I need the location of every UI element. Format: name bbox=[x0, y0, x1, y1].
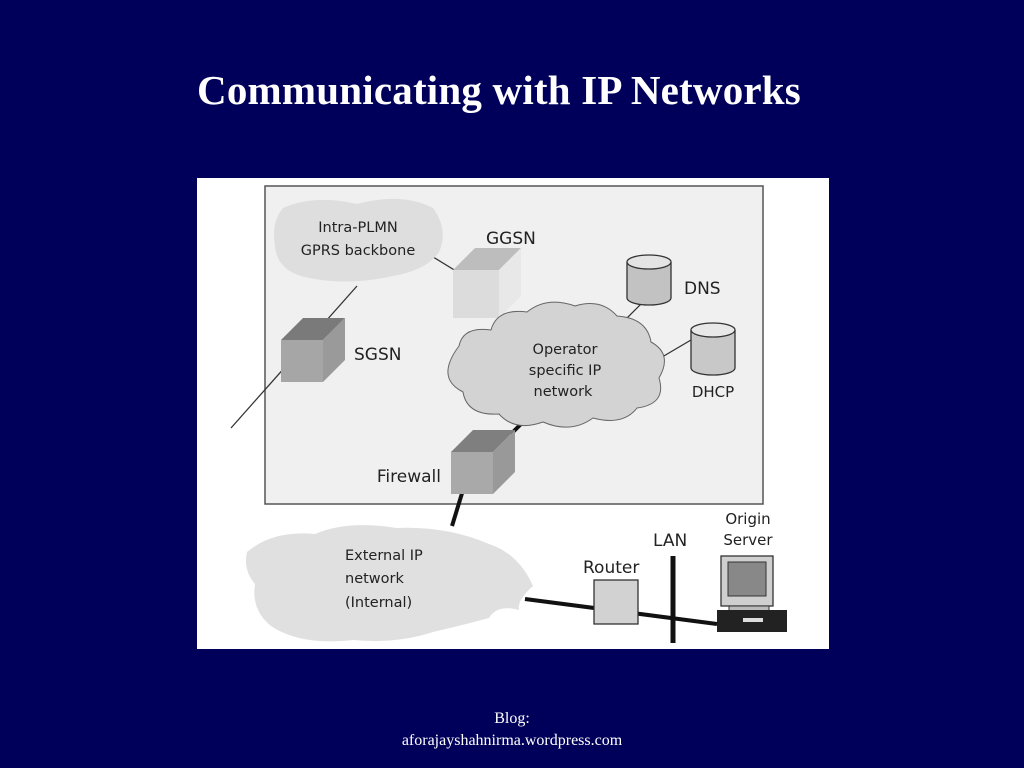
slide-title: Communicating with IP Networks bbox=[0, 66, 1000, 114]
operator-ip-cloud bbox=[447, 301, 665, 428]
intra-plmn-label-2: GPRS backbone bbox=[301, 243, 416, 259]
slide-title-text: Communicating with IP Networks bbox=[197, 67, 801, 113]
router-box bbox=[593, 579, 639, 625]
origin-server-computer bbox=[717, 555, 787, 632]
origin-server-label-2: Server bbox=[723, 531, 773, 549]
ggsn-label: GGSN bbox=[486, 229, 536, 249]
sgsn-cube bbox=[281, 318, 345, 382]
dhcp-label: DHCP bbox=[692, 383, 734, 401]
footer: Blog: aforajayshahnirma.wordpress.com bbox=[0, 708, 1024, 752]
footer-line-2: aforajayshahnirma.wordpress.com bbox=[401, 732, 623, 749]
operator-label-2: specific IP bbox=[529, 363, 602, 379]
router-label: Router bbox=[583, 558, 639, 578]
dns-label: DNS bbox=[684, 279, 721, 299]
network-diagram-svg: Intra-PLMN GPRS backbone GGSN SGSN DNS D… bbox=[230, 185, 787, 643]
intra-plmn-cloud bbox=[274, 198, 443, 282]
network-diagram: Intra-PLMN GPRS backbone GGSN SGSN DNS D… bbox=[197, 178, 829, 649]
ggsn-cube bbox=[453, 248, 521, 318]
operator-label-1: Operator bbox=[533, 342, 598, 358]
external-label-1: External IP bbox=[345, 548, 423, 564]
firewall-label: Firewall bbox=[377, 467, 441, 487]
dns-cylinder bbox=[626, 254, 672, 306]
operator-label-3: network bbox=[534, 384, 593, 400]
firewall-external-link bbox=[450, 489, 465, 527]
footer-line-1: Blog: bbox=[494, 710, 530, 727]
external-ip-cloud bbox=[246, 525, 533, 642]
external-label-3: (Internal) bbox=[345, 595, 412, 611]
origin-server-label-1: Origin bbox=[725, 510, 770, 528]
sgsn-label: SGSN bbox=[354, 345, 401, 365]
intra-plmn-label-1: Intra-PLMN bbox=[318, 220, 397, 236]
external-label-2: network bbox=[345, 571, 404, 587]
firewall-cube bbox=[451, 430, 515, 494]
dhcp-cylinder bbox=[690, 322, 736, 376]
lan-label: LAN bbox=[653, 531, 687, 551]
